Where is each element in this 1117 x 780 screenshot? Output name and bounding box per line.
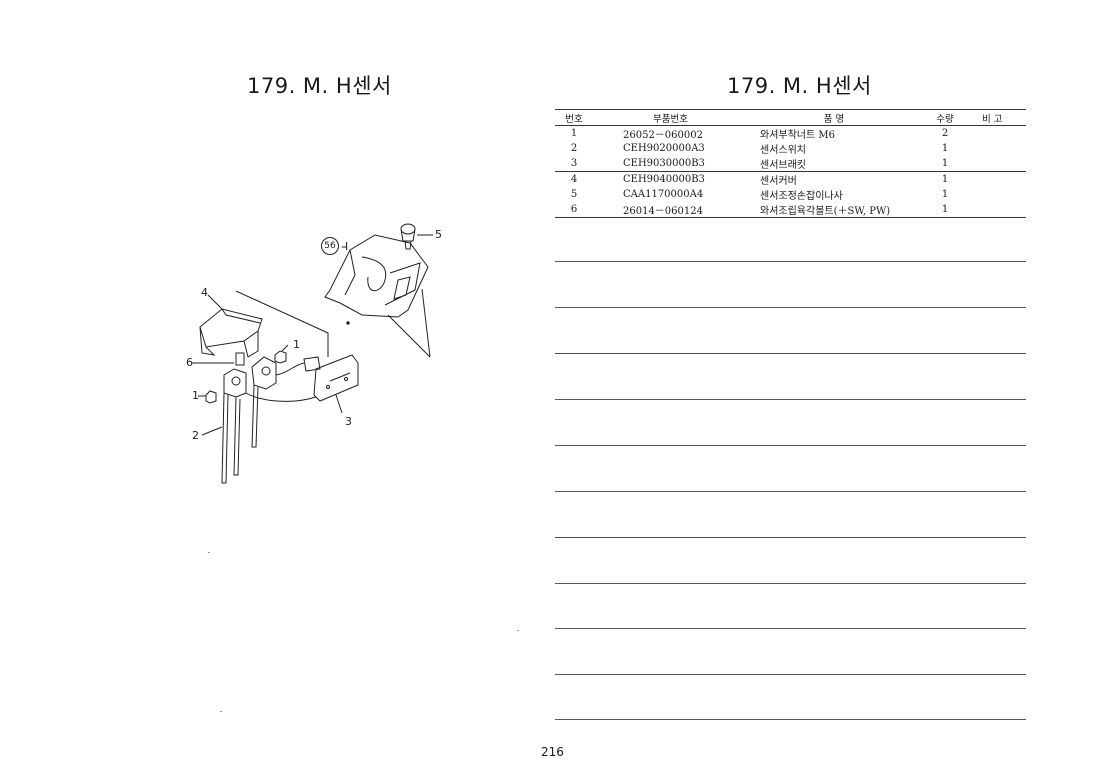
cell-name: 센서조정손잡이나사 [760,191,843,202]
cell-no: 3 [555,156,593,172]
cell-qty: 1 [941,143,949,154]
cell-note [970,156,1026,172]
reference-suffix: -Ⅰ [341,240,349,253]
cell-qty: 1 [920,202,970,218]
cell-note [970,187,1026,202]
cell-part-no: 26052－060002 [623,130,703,141]
ruled-line [555,491,1026,492]
ruled-line [555,353,1026,354]
callout-5: 5 [435,228,442,241]
page-title-right: 179. M. H센서 [727,74,872,98]
callout-1-lower: 1 [192,389,199,402]
table-row: 1 26052－060002 와셔부착너트 M6 2 [555,126,1026,142]
table-row: 5 CAA1170000A4 센서조정손잡이나사 1 [555,187,1026,202]
cell-note [970,141,1026,156]
cell-qty: 1 [941,174,949,185]
ruled-line [555,628,1026,629]
cell-qty: 2 [941,128,949,139]
header-note: 비 고 [970,109,1026,126]
cell-note [970,172,1026,188]
callout-4: 4 [201,286,208,299]
callout-6: 6 [186,356,193,369]
cell-part-no: CAA1170000A4 [623,189,704,200]
scan-speck [208,552,210,553]
header-name: 품 명 [748,109,920,126]
parts-diagram: 56 -Ⅰ 1 1 2 3 4 5 6 [170,205,470,505]
callout-1-upper: 1 [293,338,300,351]
cell-no: 2 [570,143,578,154]
cell-name: 센서브래킷 [748,156,920,172]
cell-part-no: CEH9020000A3 [623,143,705,154]
cell-no: 1 [570,128,578,139]
callout-2: 2 [192,429,199,442]
table-row: 3 CEH9030000B3 센서브래킷 1 [555,156,1026,172]
table-header-row: 번호 부품번호 품 명 수량 비 고 [555,109,1026,126]
cell-name: 센서커버 [760,176,797,187]
cell-no: 5 [570,189,578,200]
cell-part-no: 26014－060124 [593,202,748,218]
ruled-line [555,399,1026,400]
table-row: 4 CEH9040000B3 센서커버 1 [555,172,1026,188]
reference-circle: 56 [321,237,339,255]
cell-note [970,126,1026,142]
ruled-line [555,261,1026,262]
cell-part-no: CEH9030000B3 [593,156,748,172]
ruled-line [555,674,1026,675]
cell-name: 센서스위치 [760,145,806,156]
cell-note [970,202,1026,218]
callout-3: 3 [345,415,352,428]
ruled-line [555,307,1026,308]
parts-table: 번호 부품번호 품 명 수량 비 고 1 26052－060002 와셔부착너트… [555,109,1026,218]
scan-speck [220,711,222,712]
ruled-line [555,583,1026,584]
ruled-line [555,719,1026,720]
ruled-line [555,537,1026,538]
header-qty: 수량 [920,109,970,126]
parts-diagram-drawing [192,223,433,484]
table-row: 6 26014－060124 와셔조립육각볼트(＋SW, PW) 1 [555,202,1026,218]
cell-name: 와셔부착너트 M6 [760,130,835,141]
page-number: 216 [541,745,564,759]
ruled-line [555,445,1026,446]
cell-no: 4 [570,174,578,185]
header-no: 번호 [555,109,593,126]
scan-speck [517,630,519,631]
header-part-no: 부품번호 [593,109,748,126]
cell-qty: 1 [941,189,949,200]
page-title-left: 179. M. H센서 [247,74,392,98]
cell-no: 6 [555,202,593,218]
cell-name: 와셔조립육각볼트(＋SW, PW) [748,202,920,218]
table-row: 2 CEH9020000A3 센서스위치 1 [555,141,1026,156]
cell-qty: 1 [920,156,970,172]
cell-part-no: CEH9040000B3 [623,174,705,185]
